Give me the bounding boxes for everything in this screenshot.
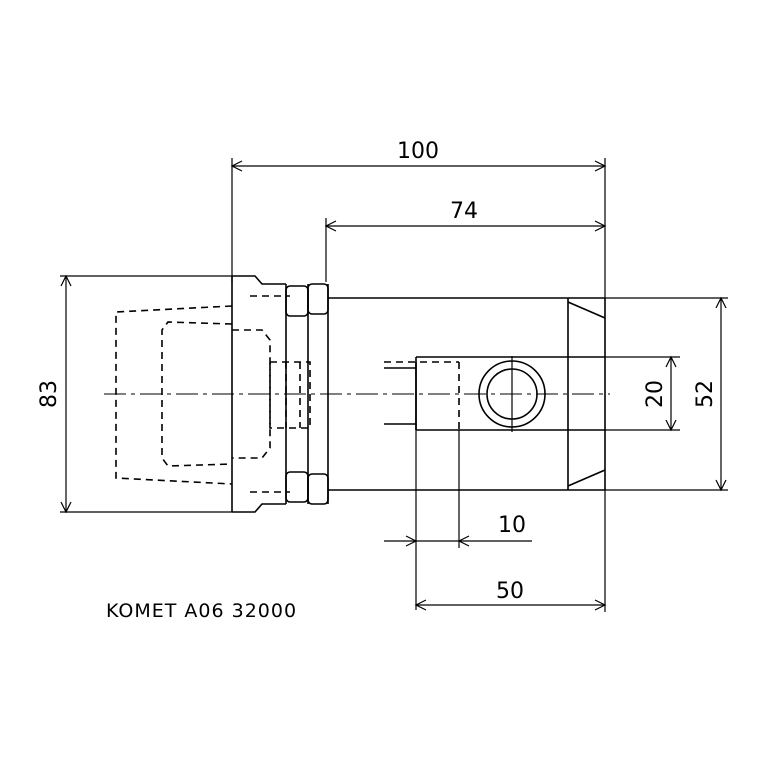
dimension-lines [60,158,728,612]
dim-shank-length: 74 [450,199,478,224]
dim-left-diameter: 83 [37,380,62,408]
dim-screw-offset: 10 [498,513,526,538]
dim-hole-diameter: 20 [643,380,668,408]
dim-overall-length: 100 [397,139,439,164]
dimension-labels: 100 74 83 20 52 10 50 [37,139,718,604]
drawing-caption: KOMET A06 32000 [106,600,297,622]
dimension-arrowheads [60,160,727,611]
dim-clamp-length: 50 [496,579,524,604]
hidden-lines [115,295,460,493]
dim-body-diameter: 52 [693,380,718,408]
tool-holder-outline [231,275,606,513]
